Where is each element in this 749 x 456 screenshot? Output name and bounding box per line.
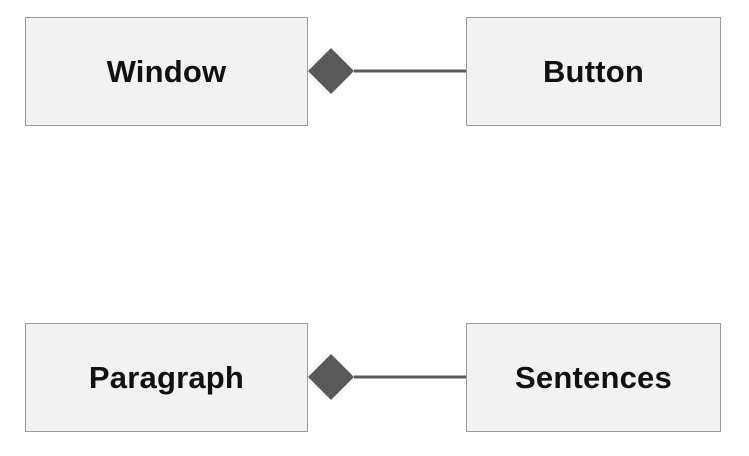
class-box-sentences: Sentences [466, 323, 721, 432]
composition-connector-paragraph-sentences [308, 354, 466, 400]
composition-diamond-icon [308, 354, 354, 400]
class-label-paragraph: Paragraph [88, 359, 245, 395]
class-label-button: Button [542, 53, 645, 89]
class-box-paragraph: Paragraph [25, 323, 308, 432]
class-box-window: Window [25, 17, 308, 126]
class-label-sentences: Sentences [515, 359, 672, 395]
composition-diamond-icon [308, 48, 354, 94]
class-box-button: Button [466, 17, 721, 126]
composition-connector-window-button [308, 48, 466, 94]
class-label-window: Window [106, 53, 227, 89]
